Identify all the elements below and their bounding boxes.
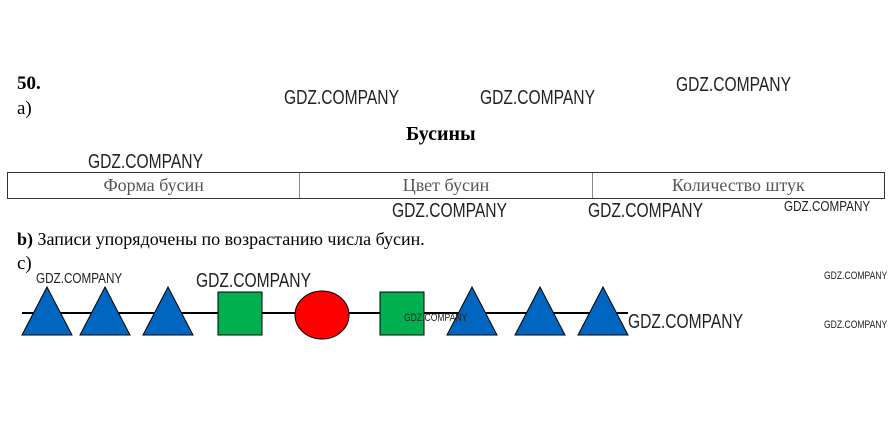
triangle-bead [514, 285, 566, 336]
watermark: GDZ.COMPANY [676, 74, 791, 96]
watermark: GDZ.COMPANY [392, 200, 507, 222]
watermark: GDZ.COMPANY [628, 311, 743, 333]
square-bead [217, 291, 263, 336]
watermark: GDZ.COMPANY [196, 270, 311, 292]
watermark: GDZ.COMPANY [784, 198, 871, 215]
triangle-bead [577, 285, 629, 336]
exercise-number: 50. [17, 73, 41, 94]
triangle-bead [79, 285, 131, 336]
triangle-bead [446, 285, 498, 336]
column-count: Количество штук [591, 173, 884, 198]
circle-bead [294, 290, 350, 340]
part-b-label: b) [17, 229, 34, 249]
watermark: GDZ.COMPANY [404, 312, 468, 324]
watermark: GDZ.COMPANY [480, 87, 595, 109]
watermark: GDZ.COMPANY [824, 270, 888, 282]
watermark: GDZ.COMPANY [588, 200, 703, 222]
part-b-text: Записи упорядочены по возрастанию числа … [37, 229, 425, 249]
part-b: b) Записи упорядочены по возрастанию чис… [17, 229, 425, 250]
part-a-label: a) [17, 98, 32, 119]
part-c-label: c) [17, 253, 32, 274]
watermark: GDZ.COMPANY [284, 87, 399, 109]
watermark: GDZ.COMPANY [88, 151, 203, 173]
beads-table-header: Форма бусин Цвет бусин Количество штук [7, 172, 885, 199]
watermark: GDZ.COMPANY [36, 270, 123, 287]
triangle-bead [142, 285, 194, 336]
triangle-bead [21, 285, 73, 336]
table-title: Бусины [406, 123, 476, 145]
watermark: GDZ.COMPANY [824, 319, 888, 331]
square-bead [379, 291, 425, 336]
column-color: Цвет бусин [299, 173, 591, 198]
column-shape: Форма бусин [103, 175, 204, 195]
